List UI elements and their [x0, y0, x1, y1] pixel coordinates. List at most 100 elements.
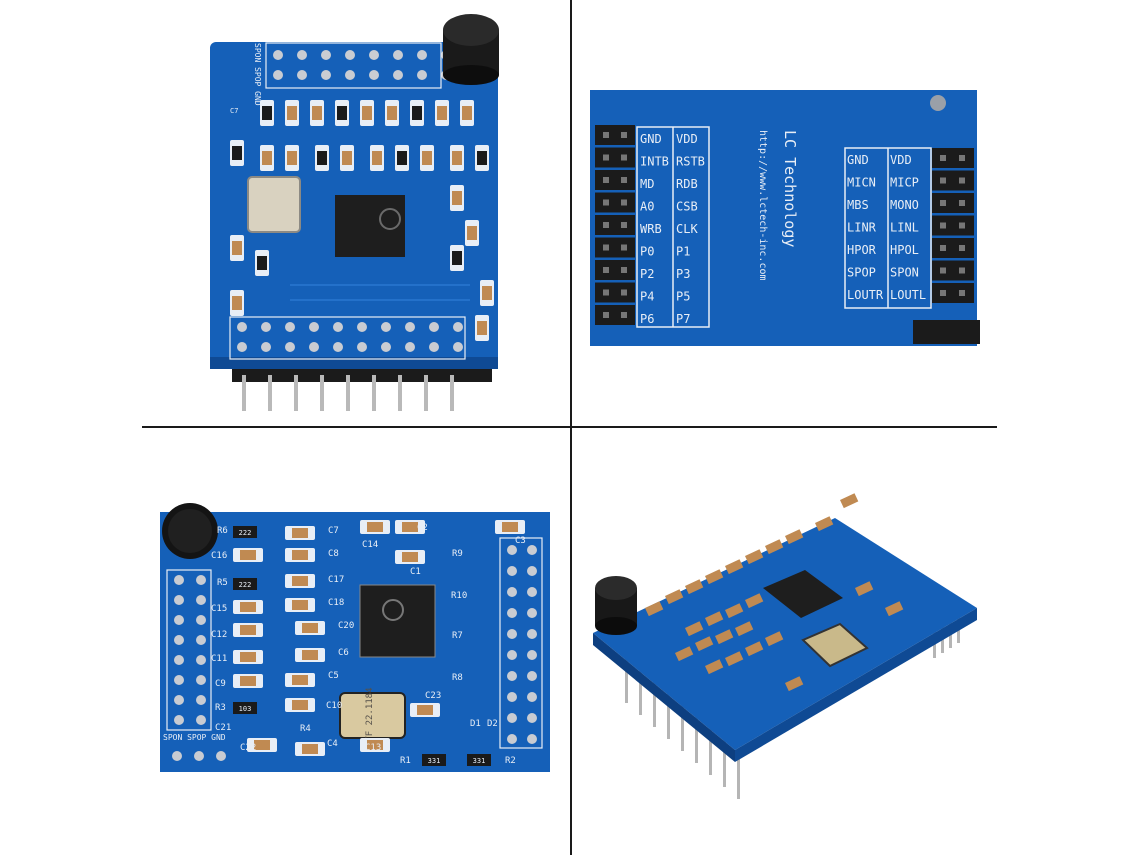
pcb-board-back	[590, 90, 977, 346]
pin-label-right: GND	[847, 153, 869, 167]
silk-c2: C2	[417, 523, 428, 533]
crystal-angled	[801, 622, 869, 668]
left-pad-column	[166, 569, 226, 761]
silk-c17: C17	[328, 575, 344, 585]
pin-label-right: MICP	[890, 176, 919, 190]
pin-label-left: CLK	[676, 222, 698, 236]
pin-label-right: LINL	[890, 221, 919, 235]
silk-r10: R10	[451, 591, 467, 601]
silk-r5: R5	[217, 578, 228, 588]
codec-chip-angled	[763, 570, 843, 618]
silk-c4: C4	[327, 739, 338, 749]
pin-label-left: RSTB	[676, 155, 705, 169]
pin-label-left: INTB	[640, 155, 669, 169]
silk-c6: C6	[338, 648, 349, 658]
capacitor-array	[230, 100, 494, 341]
silk-d1: D1	[470, 719, 481, 729]
silk-c10: C10	[326, 701, 342, 711]
silk-r6: R6	[217, 526, 228, 536]
silk-c3: C3	[515, 536, 526, 546]
silk-c12: C12	[211, 630, 227, 640]
horizontal-divider	[142, 426, 997, 428]
silk-c1: C1	[410, 567, 421, 577]
photo-bottom-left-top-view: SCTF 22.1184 R6 C16 R5 C15 C12 C11 C9 R3…	[160, 503, 550, 772]
photo-bottom-right-angled	[593, 493, 977, 799]
pin-label-left: P5	[676, 290, 690, 304]
pin-label-left: WRB	[640, 222, 662, 236]
pin-label-left: MD	[640, 177, 654, 191]
silk-r7: R7	[452, 631, 463, 641]
silk-c9: C9	[215, 679, 226, 689]
left-pin-header	[595, 125, 635, 325]
pin-label-left: P6	[640, 312, 654, 326]
pin-label-right: SPON	[890, 266, 919, 280]
silk-d2: D2	[487, 719, 498, 729]
pin-label-right: LOUTL	[890, 288, 926, 302]
pin-label-left: P0	[640, 245, 654, 259]
silk-c18: C18	[328, 598, 344, 608]
silk-r1: R1	[400, 756, 411, 766]
pin-label-left: P1	[676, 245, 690, 259]
silk-label-power-pins: SPON SPOP GND	[253, 43, 262, 106]
pin-label-left: CSB	[676, 200, 698, 214]
silk-power-label: SPON SPOP GND	[163, 733, 226, 742]
pin-label-left: P3	[676, 267, 690, 281]
silk-c13: C13	[365, 743, 381, 753]
pin-label-left: P4	[640, 290, 654, 304]
silk-r8: R8	[452, 673, 463, 683]
silk-c8: C8	[328, 549, 339, 559]
three-pin-header	[913, 320, 980, 344]
pcb-board-angled	[593, 518, 977, 750]
codec-chip	[335, 195, 405, 257]
pin-label-left: P7	[676, 312, 690, 326]
pin-label-left: VDD	[676, 132, 698, 146]
top-pad-row	[265, 42, 451, 89]
brand-text: LC Technology	[781, 130, 799, 247]
silk-c11: C11	[211, 654, 227, 664]
capacitor-array-top	[233, 520, 525, 756]
silk-c20: C20	[338, 621, 354, 631]
pin-label-right: VDD	[890, 153, 912, 167]
silk-c15: C15	[211, 604, 227, 614]
right-pad-column	[499, 537, 543, 749]
right-pin-labels: GND VDD MICN MICP MBS MONO LINR LINL HPOR HPOL SPO…	[847, 153, 926, 302]
bottom-pad-row	[229, 316, 466, 360]
pin-label-left: GND	[640, 132, 662, 146]
codec-chip-top	[359, 584, 436, 658]
silk-c21: C21	[215, 723, 231, 733]
silk-label-c7: C7	[230, 107, 238, 115]
photo-top-left-component-side: SPON SPOP GND C7	[210, 14, 499, 411]
pin-label-right: MICN	[847, 176, 876, 190]
silk-c23: C23	[425, 691, 441, 701]
crystal-marking: SCTF 22.1184	[365, 687, 375, 752]
pin-label-right: MBS	[847, 198, 869, 212]
pin-label-right: LOUTR	[847, 288, 884, 302]
microphone-angled	[595, 576, 637, 635]
silk-r3: R3	[215, 703, 226, 713]
silk-r4: R4	[300, 724, 311, 734]
pin-label-right: MONO	[890, 198, 919, 212]
silk-c14: C14	[362, 540, 378, 550]
silk-c7: C7	[328, 526, 339, 536]
silk-c22: C22	[240, 743, 256, 753]
right-pin-header	[932, 148, 974, 303]
svg-text:222: 222	[239, 529, 252, 537]
svg-text:331: 331	[473, 757, 486, 765]
microphone	[443, 14, 499, 85]
pin-label-right: LINR	[847, 221, 877, 235]
pin-label-right: HPOR	[847, 243, 877, 257]
pin-label-left: RDB	[676, 177, 698, 191]
silk-c16: C16	[211, 551, 227, 561]
silk-r2: R2	[505, 756, 516, 766]
svg-text:103: 103	[239, 705, 252, 713]
pin-label-right: HPOL	[890, 243, 919, 257]
resistor-markings: 222 222 103 331 331	[233, 526, 491, 766]
svg-text:331: 331	[428, 757, 441, 765]
silk-r9: R9	[452, 549, 463, 559]
pin-label-left: P2	[640, 267, 654, 281]
capacitor-array-angled	[645, 493, 904, 692]
url-text: http://www.lctech-inc.com	[757, 130, 768, 281]
crystal-oscillator	[247, 176, 301, 233]
